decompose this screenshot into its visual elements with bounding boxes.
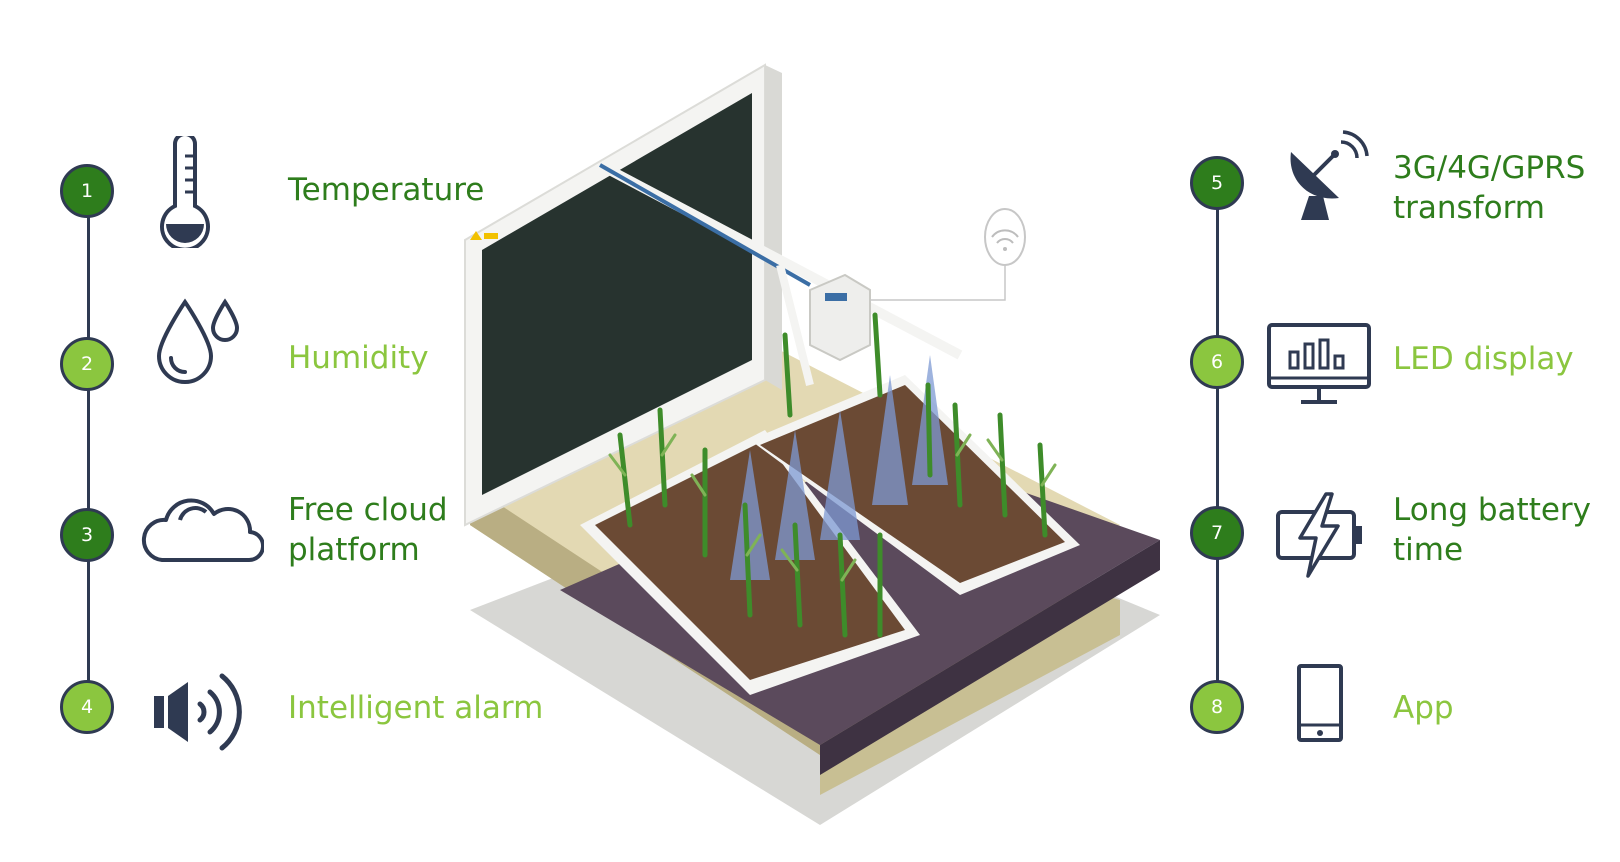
feature-badge-8: 8: [1190, 680, 1244, 734]
feature-label-battery: Long battery time: [1393, 492, 1592, 568]
feature-label-alarm: Intelligent alarm: [288, 690, 544, 726]
feature-label-network-transform: 3G/4G/GPRS transform: [1393, 150, 1586, 226]
left-timeline-line: [87, 185, 90, 685]
feature-badge-7: 7: [1190, 506, 1244, 560]
monitor-chart-icon: [1266, 322, 1372, 413]
feature-badge-3: 3: [60, 508, 114, 562]
feature-label-cloud-platform: Free cloud platform: [288, 492, 448, 568]
feature-label-led-display: LED display: [1393, 341, 1574, 377]
greenhouse-irrigation-illustration: [460, 55, 1180, 830]
feature-label-temperature: Temperature: [288, 172, 485, 208]
water-drops-icon: [155, 296, 245, 391]
battery-charge-icon: [1274, 492, 1366, 583]
right-timeline-line: [1216, 185, 1219, 685]
smartphone-icon: [1296, 663, 1344, 748]
feature-badge-1: 1: [60, 164, 114, 218]
feature-label-app: App: [1393, 690, 1454, 726]
feature-label-humidity: Humidity: [288, 340, 429, 376]
thermometer-icon: [155, 132, 215, 253]
feature-badge-4: 4: [60, 680, 114, 734]
feature-badge-5: 5: [1190, 156, 1244, 210]
feature-badge-2: 2: [60, 337, 114, 391]
satellite-dish-icon: [1283, 128, 1373, 229]
speaker-alarm-icon: [150, 666, 246, 763]
cloud-icon: [140, 490, 266, 571]
feature-badge-6: 6: [1190, 335, 1244, 389]
